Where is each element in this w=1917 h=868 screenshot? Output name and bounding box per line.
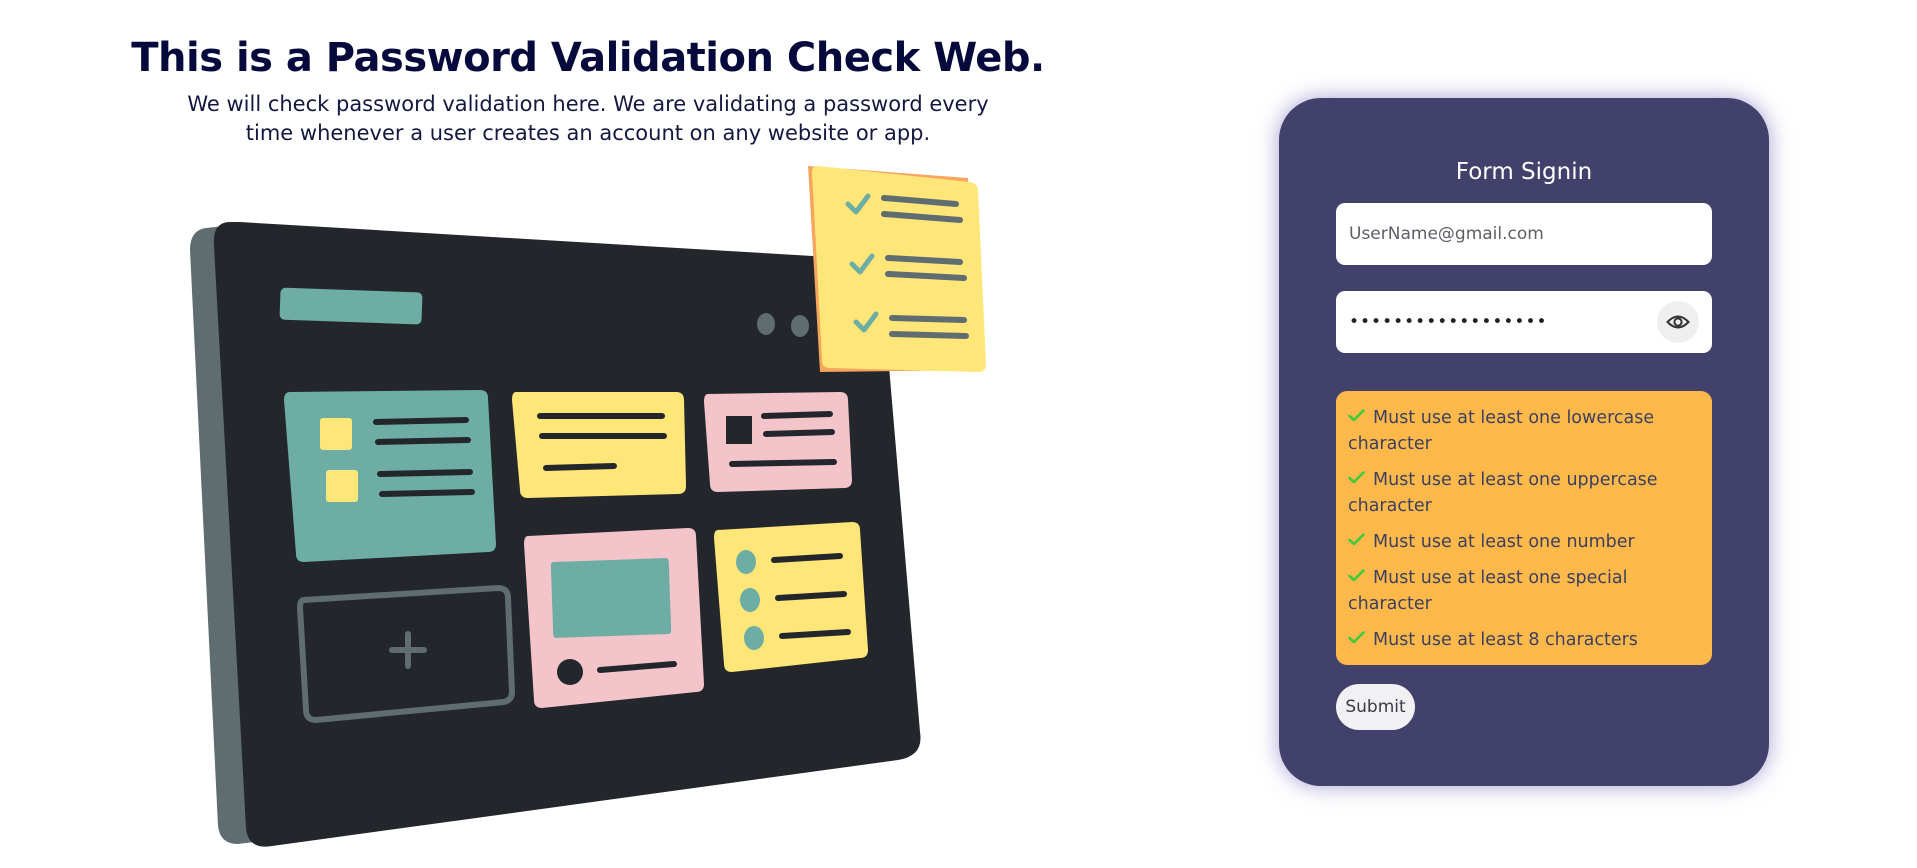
check-icon	[1348, 409, 1365, 422]
rule-uppercase: Must use at least one uppercase characte…	[1348, 467, 1700, 519]
rule-special: Must use at least one special character	[1348, 565, 1700, 617]
rule-text: Must use at least one number	[1373, 532, 1635, 552]
check-icon	[1348, 569, 1365, 582]
rule-text: Must use at least one lowercase characte…	[1348, 408, 1655, 454]
password-field	[1336, 291, 1712, 353]
password-input[interactable]	[1336, 291, 1646, 353]
hero-heading: This is a Password Validation Check Web.…	[80, 34, 1096, 148]
page-description: We will check password validation here. …	[187, 92, 989, 145]
toggle-password-visibility-button[interactable]	[1657, 301, 1699, 343]
rule-text: Must use at least 8 characters	[1373, 630, 1638, 650]
password-rules-list: Must use at least one lowercase characte…	[1336, 391, 1712, 665]
eye-icon	[1666, 315, 1690, 329]
signin-card: Form Signin Must use at least one lowerc…	[1279, 98, 1769, 786]
username-input[interactable]	[1336, 203, 1712, 265]
check-icon	[1348, 533, 1365, 546]
page-title: This is a Password Validation Check Web.	[131, 35, 1045, 81]
rule-lowercase: Must use at least one lowercase characte…	[1348, 405, 1700, 457]
check-icon	[1348, 631, 1365, 644]
rule-number: Must use at least one number	[1348, 529, 1700, 555]
check-icon	[1348, 471, 1365, 484]
rule-text: Must use at least one uppercase characte…	[1348, 470, 1658, 516]
form-title: Form Signin	[1455, 159, 1593, 185]
rule-length: Must use at least 8 characters	[1348, 627, 1700, 653]
rule-text: Must use at least one special character	[1348, 568, 1628, 614]
dashboard-illustration	[190, 166, 986, 847]
submit-button[interactable]: Submit	[1336, 684, 1415, 730]
